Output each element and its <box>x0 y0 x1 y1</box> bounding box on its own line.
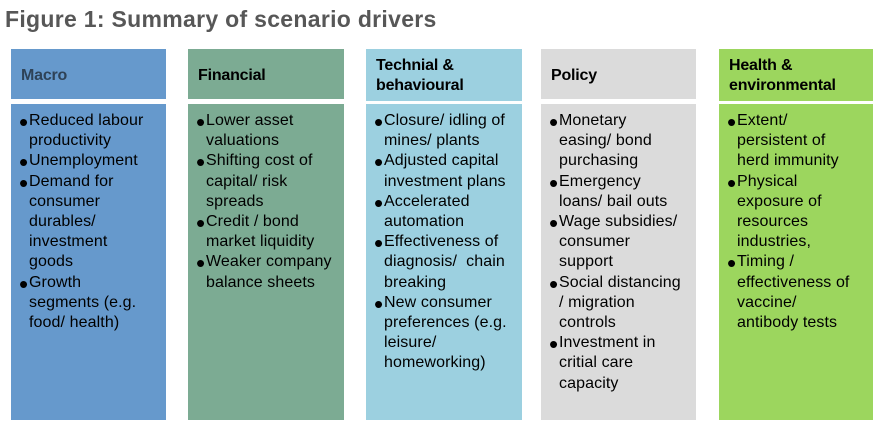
bullet-icon: • <box>19 107 29 137</box>
list-item-text: Wage subsidies/ consumer support <box>559 213 678 271</box>
list-item: •Social distancing / migration controls <box>549 268 692 334</box>
list-item-text: Unemployment <box>29 152 138 170</box>
bullet-icon: • <box>19 147 29 178</box>
bullet-icon: • <box>727 248 737 279</box>
bullet-icon: • <box>19 167 29 198</box>
bullet-icon: • <box>727 167 737 198</box>
list-item-text: Demand for consumer durables/ investment… <box>29 172 114 271</box>
bullet-icon: • <box>549 167 559 198</box>
list-item-text: Shifting cost of capital/ risk spreads <box>206 152 313 210</box>
list-item: •Monetary easing/ bond purchasing <box>549 107 692 172</box>
bullet-icon: • <box>549 329 559 360</box>
list-item: •Weaker company balance sheets <box>196 248 340 292</box>
list-item-text: Timing / effectiveness of vaccine/ antib… <box>737 253 850 332</box>
bullet-icon: • <box>196 107 206 137</box>
list-item: •Shifting cost of capital/ risk spreads <box>196 147 340 212</box>
bullet-icon: • <box>727 107 737 137</box>
column-policy-body: •Monetary easing/ bond purchasing •Emerg… <box>541 104 696 420</box>
list-item: •Credit / bond market liquidity <box>196 208 340 252</box>
list-item: •Emergency loans/ bail outs <box>549 167 692 212</box>
list-item: •Accelerated automation <box>374 187 518 232</box>
bullet-icon: • <box>549 268 559 299</box>
list-item: •Timing / effectiveness of vaccine/ anti… <box>727 248 869 333</box>
list-item-text: New consumer preferences (e.g. leisure/ … <box>384 293 507 372</box>
bullet-icon: • <box>196 208 206 239</box>
list-item-text: Adjusted capital investment plans <box>384 152 506 190</box>
bullet-icon: • <box>19 268 29 299</box>
list-item: •Growth segments (e.g. food/ health) <box>19 268 162 334</box>
list-item: •Extent/ persistent of herd immunity <box>727 107 869 172</box>
bullet-icon: • <box>549 107 559 137</box>
list-item: •Unemployment <box>19 147 162 178</box>
bullet-icon: • <box>374 187 384 218</box>
bullet-icon: • <box>374 107 384 137</box>
column-health-environmental-header: Health & environmental <box>719 49 873 101</box>
column-financial-header: Financial <box>188 49 344 99</box>
column-macro-header: Macro <box>11 49 166 99</box>
column-macro: Macro •Reduced labour productivity •Unem… <box>11 49 166 420</box>
list-item-text: Closure/ idling of mines/ plants <box>384 112 505 150</box>
list-item-text: Reduced labour productivity <box>29 112 144 150</box>
bullet-icon: • <box>196 147 206 178</box>
list-item: •Closure/ idling of mines/ plants <box>374 107 518 151</box>
list-item-text: Credit / bond market liquidity <box>206 213 315 251</box>
list-item: •Physical exposure of resources industri… <box>727 167 869 253</box>
list-item: •Lower asset valuations <box>196 107 340 151</box>
column-health-environmental-body: •Extent/ persistent of herd immunity •Ph… <box>719 104 873 420</box>
bullet-icon: • <box>196 248 206 279</box>
list-item-text: Physical exposure of resources industrie… <box>737 172 822 251</box>
column-policy: Policy •Monetary easing/ bond purchasing… <box>541 49 696 420</box>
list-item: •Wage subsidies/ consumer support <box>549 208 692 273</box>
bullet-icon: • <box>374 147 384 178</box>
column-macro-body: •Reduced labour productivity •Unemployme… <box>11 104 166 420</box>
list-item-text: Growth segments (e.g. food/ health) <box>29 273 137 332</box>
list-item-text: Extent/ persistent of herd immunity <box>737 112 839 170</box>
figure-title: Figure 1: Summary of scenario drivers <box>5 6 437 32</box>
column-technical-behavioural-body: •Closure/ idling of mines/ plants •Adjus… <box>366 104 522 420</box>
list-item: •New consumer preferences (e.g. leisure/… <box>374 288 518 374</box>
list-item-text: Accelerated automation <box>384 192 470 231</box>
bullet-icon: • <box>549 208 559 239</box>
list-item-text: Investment in critial care capacity <box>559 334 656 392</box>
list-item-text: Effectiveness of diagnosis/ chain breaki… <box>384 233 505 291</box>
column-technical-behavioural-header: Technial & behavioural <box>366 49 522 101</box>
list-item: •Adjusted capital investment plans <box>374 147 518 191</box>
list-item: •Demand for consumer durables/ investmen… <box>19 167 162 273</box>
bullet-icon: • <box>374 228 384 259</box>
column-health-environmental: Health & environmental •Extent/ persiste… <box>719 49 873 420</box>
list-item-text: Monetary easing/ bond purchasing <box>559 112 652 170</box>
column-financial-body: •Lower asset valuations •Shifting cost o… <box>188 104 344 420</box>
bullet-icon: • <box>374 288 384 319</box>
list-item: •Investment in critial care capacity <box>549 329 692 394</box>
list-item: •Effectiveness of diagnosis/ chain break… <box>374 228 518 293</box>
list-item-text: Weaker company balance sheets <box>206 253 332 291</box>
column-policy-header: Policy <box>541 49 696 99</box>
list-item-text: Social distancing / migration controls <box>559 273 681 332</box>
list-item: •Reduced labour productivity <box>19 107 162 151</box>
column-technical-behavioural: Technial & behavioural •Closure/ idling … <box>366 49 522 420</box>
column-financial: Financial •Lower asset valuations •Shift… <box>188 49 344 420</box>
list-item-text: Emergency loans/ bail outs <box>559 172 668 210</box>
list-item-text: Lower asset valuations <box>206 112 294 150</box>
